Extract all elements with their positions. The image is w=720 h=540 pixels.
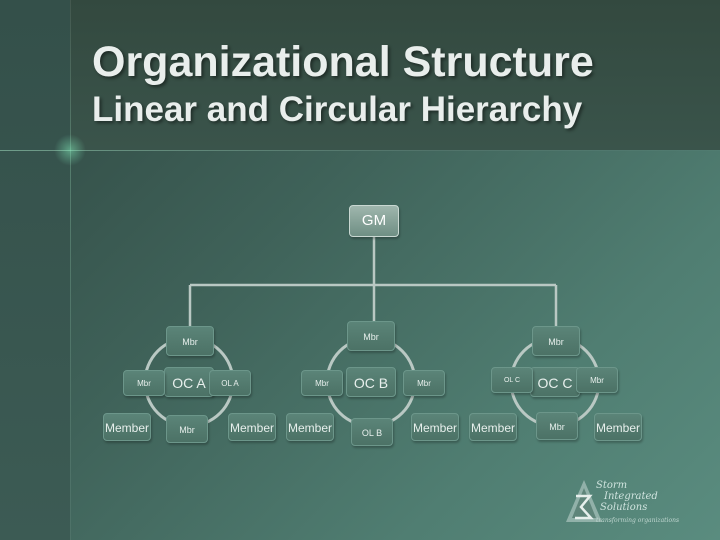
group-c-bottom-box: Mbr <box>536 412 578 440</box>
header-band <box>0 0 720 150</box>
group-b-member-left: Member <box>286 413 334 441</box>
group-a-left-box: Mbr <box>123 370 165 396</box>
logo-mark-icon <box>566 480 602 522</box>
group-b-left-box: Mbr <box>301 370 343 396</box>
slide-subtitle: Linear and Circular Hierarchy <box>92 90 583 129</box>
group-b-top-box: Mbr <box>347 321 395 351</box>
group-b-member-right: Member <box>411 413 459 441</box>
group-a-bottom-box: Mbr <box>166 415 208 443</box>
group-c-right-box: Mbr <box>576 367 618 393</box>
group-a-member-right: Member <box>228 413 276 441</box>
slide-title: Organizational Structure <box>92 38 594 86</box>
logo-tagline: transforming organizations <box>596 517 680 524</box>
group-b-right-box: Mbr <box>403 370 445 396</box>
group-c-member-right: Member <box>594 413 642 441</box>
group-b-bottom-box: OL B <box>351 418 393 446</box>
gm-box: GM <box>349 205 399 237</box>
group-c-center-box: OC C <box>530 367 580 397</box>
company-logo: Storm Integrated Solutions transforming … <box>560 478 690 534</box>
decorative-horizontal-line <box>0 150 720 151</box>
tree-connector-lines <box>188 237 558 326</box>
group-c-member-left: Member <box>469 413 517 441</box>
group-a-top-box: Mbr <box>166 326 214 356</box>
logo-word-3: Solutions <box>600 502 648 513</box>
left-strip <box>0 0 70 540</box>
logo-word-1: Storm <box>596 480 628 491</box>
group-b-center-box: OC B <box>346 367 396 397</box>
group-a-member-left: Member <box>103 413 151 441</box>
group-a-center-box: OC A <box>164 367 214 397</box>
logo-word-2: Integrated <box>604 491 658 502</box>
decorative-glow <box>54 134 86 166</box>
decorative-vertical-line <box>70 0 71 540</box>
group-c-top-box: Mbr <box>532 326 580 356</box>
group-c-left-box: OL C <box>491 367 533 393</box>
group-a-right-box: OL A <box>209 370 251 396</box>
